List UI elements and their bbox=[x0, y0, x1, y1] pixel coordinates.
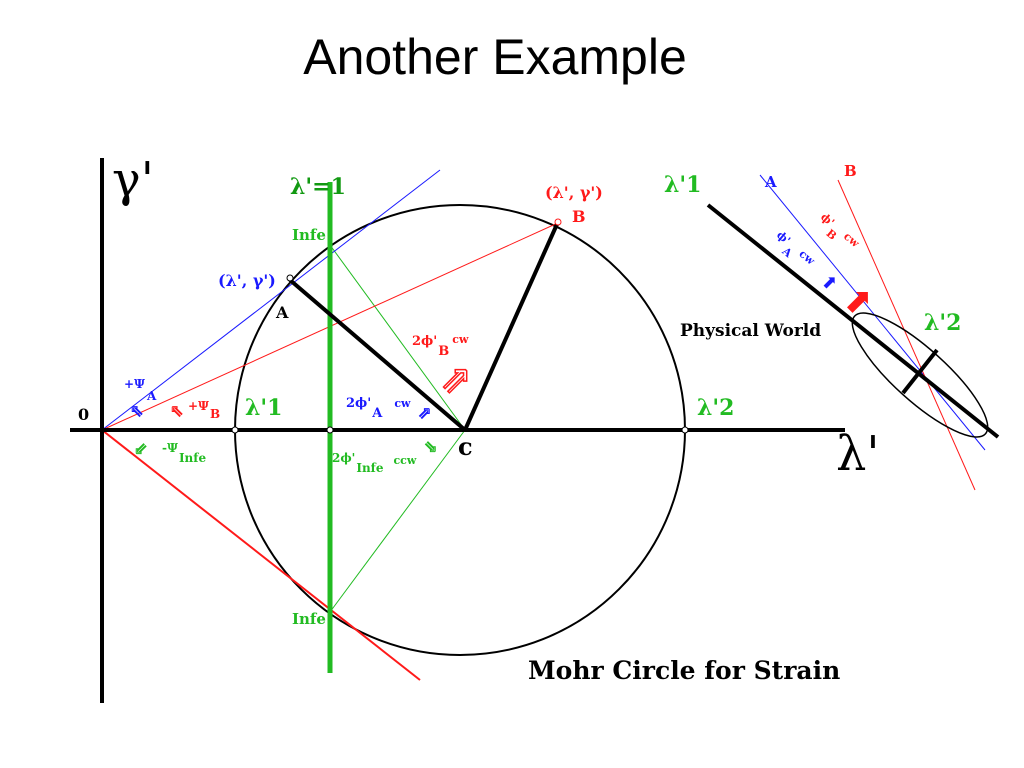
physical-b-arrow-icon: ⬈ bbox=[844, 283, 873, 320]
physical-lambda2-axis bbox=[901, 348, 939, 395]
physical-world-label: Physical World bbox=[680, 321, 821, 341]
point-a-marker bbox=[286, 274, 294, 282]
plus-psi-a-arrow-icon: ⇖ bbox=[130, 403, 143, 420]
point-lambda2-marker bbox=[681, 426, 689, 434]
point-a-coord: (λ', γ') bbox=[218, 271, 276, 290]
physical-line-b bbox=[837, 179, 976, 491]
plus-psi-a-label: +ΨA bbox=[124, 377, 157, 403]
lambda-one-label: λ'=1 bbox=[290, 174, 346, 200]
red-line-origin-infe bbox=[101, 429, 421, 681]
two-phi-b-label: 2ϕ'Bcw bbox=[412, 333, 469, 359]
center-label: c bbox=[458, 432, 473, 461]
plus-psi-b-arrow-icon: ⇖ bbox=[170, 403, 183, 420]
physical-a-label: A bbox=[764, 173, 777, 191]
infe-top-label: Infe bbox=[292, 226, 326, 244]
physical-lambda1-axis bbox=[706, 203, 1000, 439]
physical-lambda2-label: λ'2 bbox=[924, 310, 961, 336]
green-line-infe-bottom-c bbox=[329, 429, 466, 613]
lambda2-label: λ'2 bbox=[697, 395, 734, 421]
infe-bottom-label: Infe bbox=[292, 610, 326, 628]
two-phi-a-label: 2ϕ'Acw bbox=[346, 396, 411, 421]
diagram-caption: Mohr Circle for Strain bbox=[528, 656, 840, 685]
radius-a bbox=[288, 278, 467, 432]
point-lambda-one-marker bbox=[326, 426, 334, 434]
two-phi-infe-label: 2ϕ'Infeccw bbox=[332, 451, 417, 475]
blue-line-origin-a bbox=[101, 169, 441, 431]
point-b-label: B bbox=[572, 207, 586, 226]
lambda1-label: λ'1 bbox=[245, 395, 282, 421]
two-phi-b-arrow-icon: ⇗ bbox=[440, 359, 472, 401]
minus-psi-arrow-icon: ⇙ bbox=[134, 441, 147, 458]
two-phi-infe-arrow-icon: ⇘ bbox=[424, 439, 437, 456]
slide-title: Another Example bbox=[303, 29, 687, 85]
point-b-coord: (λ', γ') bbox=[545, 183, 603, 202]
point-a-label: A bbox=[275, 303, 289, 322]
physical-lambda1-label: λ'1 bbox=[664, 172, 701, 198]
lambda-axis-label: λ' bbox=[836, 426, 880, 482]
physical-b-label: B bbox=[844, 162, 857, 180]
physical-a-arrow-icon: ⬈ bbox=[822, 272, 837, 292]
plus-psi-b-label: +ΨB bbox=[188, 399, 220, 421]
two-phi-a-arrow-icon: ⇗ bbox=[418, 405, 431, 422]
strain-ellipse bbox=[851, 312, 989, 438]
physical-line-a bbox=[759, 174, 986, 451]
green-line-infe-top-c bbox=[329, 244, 466, 431]
minus-psi-infe-label: -ΨInfe bbox=[162, 441, 206, 465]
radius-b bbox=[463, 221, 560, 431]
origin-label: 0 bbox=[78, 405, 89, 424]
point-b-marker bbox=[554, 218, 562, 226]
point-lambda1-marker bbox=[231, 426, 239, 434]
gamma-axis-label: γ' bbox=[112, 152, 154, 208]
